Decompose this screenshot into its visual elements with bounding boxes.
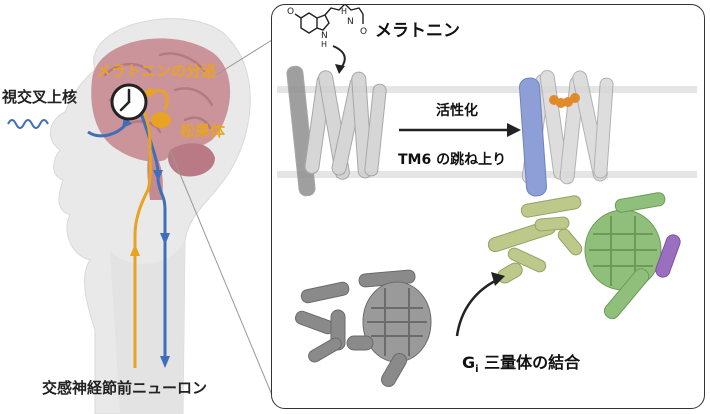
orange-arrow-head-2	[143, 87, 153, 98]
blue-arrow-head-3	[160, 233, 170, 245]
label-gi-suffix: 三量体の結合	[478, 353, 581, 372]
membrane-top	[277, 86, 697, 93]
orange-arrow-head-1	[130, 244, 140, 256]
receptor-inactive	[286, 65, 387, 197]
gi-alpha-subunit	[487, 195, 583, 284]
binding-arrow	[332, 45, 346, 69]
gi-beta-subunit	[584, 192, 666, 320]
molecule-n: N	[321, 31, 328, 41]
molecule-n2: N	[347, 17, 354, 27]
blue-arrow-head-2	[153, 170, 163, 181]
label-activation: 活性化	[436, 103, 478, 119]
brain	[91, 38, 231, 162]
gi-trimer-free	[295, 269, 432, 388]
molecule-h2: H	[341, 7, 347, 16]
molecule-o2: O	[360, 27, 367, 37]
gi-gamma-subunit	[655, 234, 681, 278]
label-pineal: 松果体	[180, 122, 226, 140]
wave-icon	[7, 119, 49, 129]
tm6-helix	[519, 77, 547, 197]
label-neuron: 交感神経節前ニューロン	[42, 379, 208, 397]
gi-binding-arrow	[455, 278, 498, 337]
pineal-gland	[151, 112, 171, 128]
membrane-bottom	[277, 171, 697, 178]
bound-ligand	[549, 93, 580, 108]
label-gi-sub: i	[475, 364, 479, 376]
head-illustration	[7, 18, 251, 414]
label-tm6: TM6 の跳ね上り	[398, 152, 507, 168]
label-scn: 視交叉上核	[2, 88, 78, 106]
molecule-o: O	[287, 7, 294, 17]
structure-illustration: O N H H N O	[277, 4, 697, 388]
blue-arrow-head-4	[160, 356, 170, 368]
label-gi: Gi 三量体の結合	[462, 349, 580, 375]
label-melatonin: メラトニン	[375, 21, 460, 41]
clock-icon	[110, 83, 148, 121]
molecule-h: H	[321, 40, 327, 49]
orange-pathway	[133, 107, 152, 368]
melatonin-molecule	[294, 4, 364, 34]
label-melatonin-secretion: メラトニンの分泌	[96, 62, 217, 80]
orange-loop	[148, 89, 169, 111]
label-gi-prefix: G	[462, 353, 476, 372]
